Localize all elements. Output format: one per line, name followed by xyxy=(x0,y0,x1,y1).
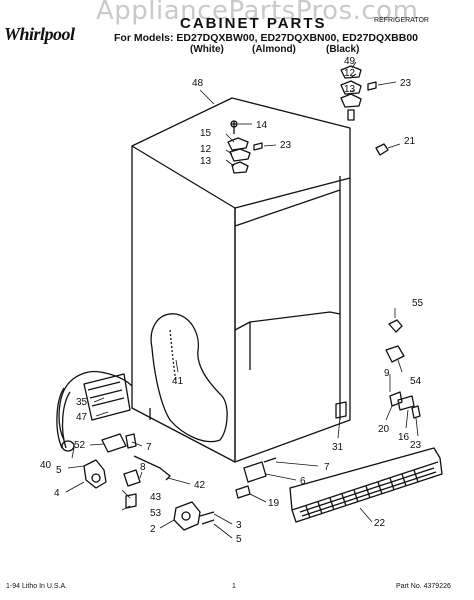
callout-48: 48 xyxy=(192,78,204,89)
color-white: (White) xyxy=(190,44,224,55)
leader-lines xyxy=(65,61,419,539)
callout-31: 31 xyxy=(332,442,344,453)
whirlpool-logo: Whirlpool xyxy=(4,24,75,44)
callout-13-top-right: 13 xyxy=(344,84,356,95)
callout-19: 19 xyxy=(268,498,280,509)
lower-right-parts xyxy=(335,319,421,419)
callout-53: 53 xyxy=(150,508,162,519)
callout-55: 55 xyxy=(412,298,424,309)
callout-23-top-right: 23 xyxy=(400,78,412,89)
callout-7-right: 7 xyxy=(324,462,330,473)
callout-16: 16 xyxy=(398,432,410,443)
callout-6: 6 xyxy=(300,476,306,487)
callout-13-center: 13 xyxy=(200,156,212,167)
callout-21: 21 xyxy=(404,136,416,147)
callout-41: 41 xyxy=(172,376,184,387)
callout-8: 8 xyxy=(140,462,146,473)
callout-52: 52 xyxy=(74,440,86,451)
callout-5-left: 5 xyxy=(56,465,62,476)
top-hinge-assembly xyxy=(227,120,263,174)
bottom-parts xyxy=(83,455,277,531)
base-grille xyxy=(289,447,443,523)
footer-part-number: Part No. 4379226 xyxy=(396,583,451,590)
callout-43: 43 xyxy=(150,492,162,503)
callout-labels: 48 49 12 13 23 14 15 12 13 23 21 55 54 4… xyxy=(40,56,424,545)
callout-9: 9 xyxy=(384,368,390,379)
watermark: AppliancePartsPros.com xyxy=(96,0,419,26)
page-title: CABINET PARTS xyxy=(180,15,327,32)
callout-40: 40 xyxy=(40,460,52,471)
callout-49: 49 xyxy=(344,56,356,67)
callout-42: 42 xyxy=(194,480,206,491)
cabinet-shell xyxy=(131,97,351,463)
footer-litho: 1-94 Litho In U.S.A. xyxy=(6,583,68,590)
model-list: For Models: ED27DQXBW00, ED27DQXBN00, ED… xyxy=(114,32,419,44)
callout-7-left: 7 xyxy=(146,442,152,453)
callout-12-center: 12 xyxy=(200,144,212,155)
callout-35: 35 xyxy=(76,397,88,408)
callout-5-bottom: 5 xyxy=(236,534,242,545)
callout-22: 22 xyxy=(374,518,386,529)
right-hinge-assembly xyxy=(340,65,389,156)
callout-20: 20 xyxy=(378,424,390,435)
callout-4: 4 xyxy=(54,488,60,499)
appliance-type: REFRIGERATOR xyxy=(374,17,429,24)
footer-page-number: 1 xyxy=(232,583,236,590)
callout-15: 15 xyxy=(200,128,212,139)
callout-47: 47 xyxy=(76,412,88,423)
callout-3: 3 xyxy=(236,520,242,531)
callout-2: 2 xyxy=(150,524,156,535)
callout-14: 14 xyxy=(256,120,268,131)
color-almond: (Almond) xyxy=(252,44,296,55)
callout-23-bottom: 23 xyxy=(410,440,422,451)
callout-54: 54 xyxy=(410,376,422,387)
color-black: (Black) xyxy=(326,44,360,55)
callout-23-center: 23 xyxy=(280,140,292,151)
callout-12-top-right: 12 xyxy=(344,68,356,79)
left-side-components xyxy=(56,370,137,453)
